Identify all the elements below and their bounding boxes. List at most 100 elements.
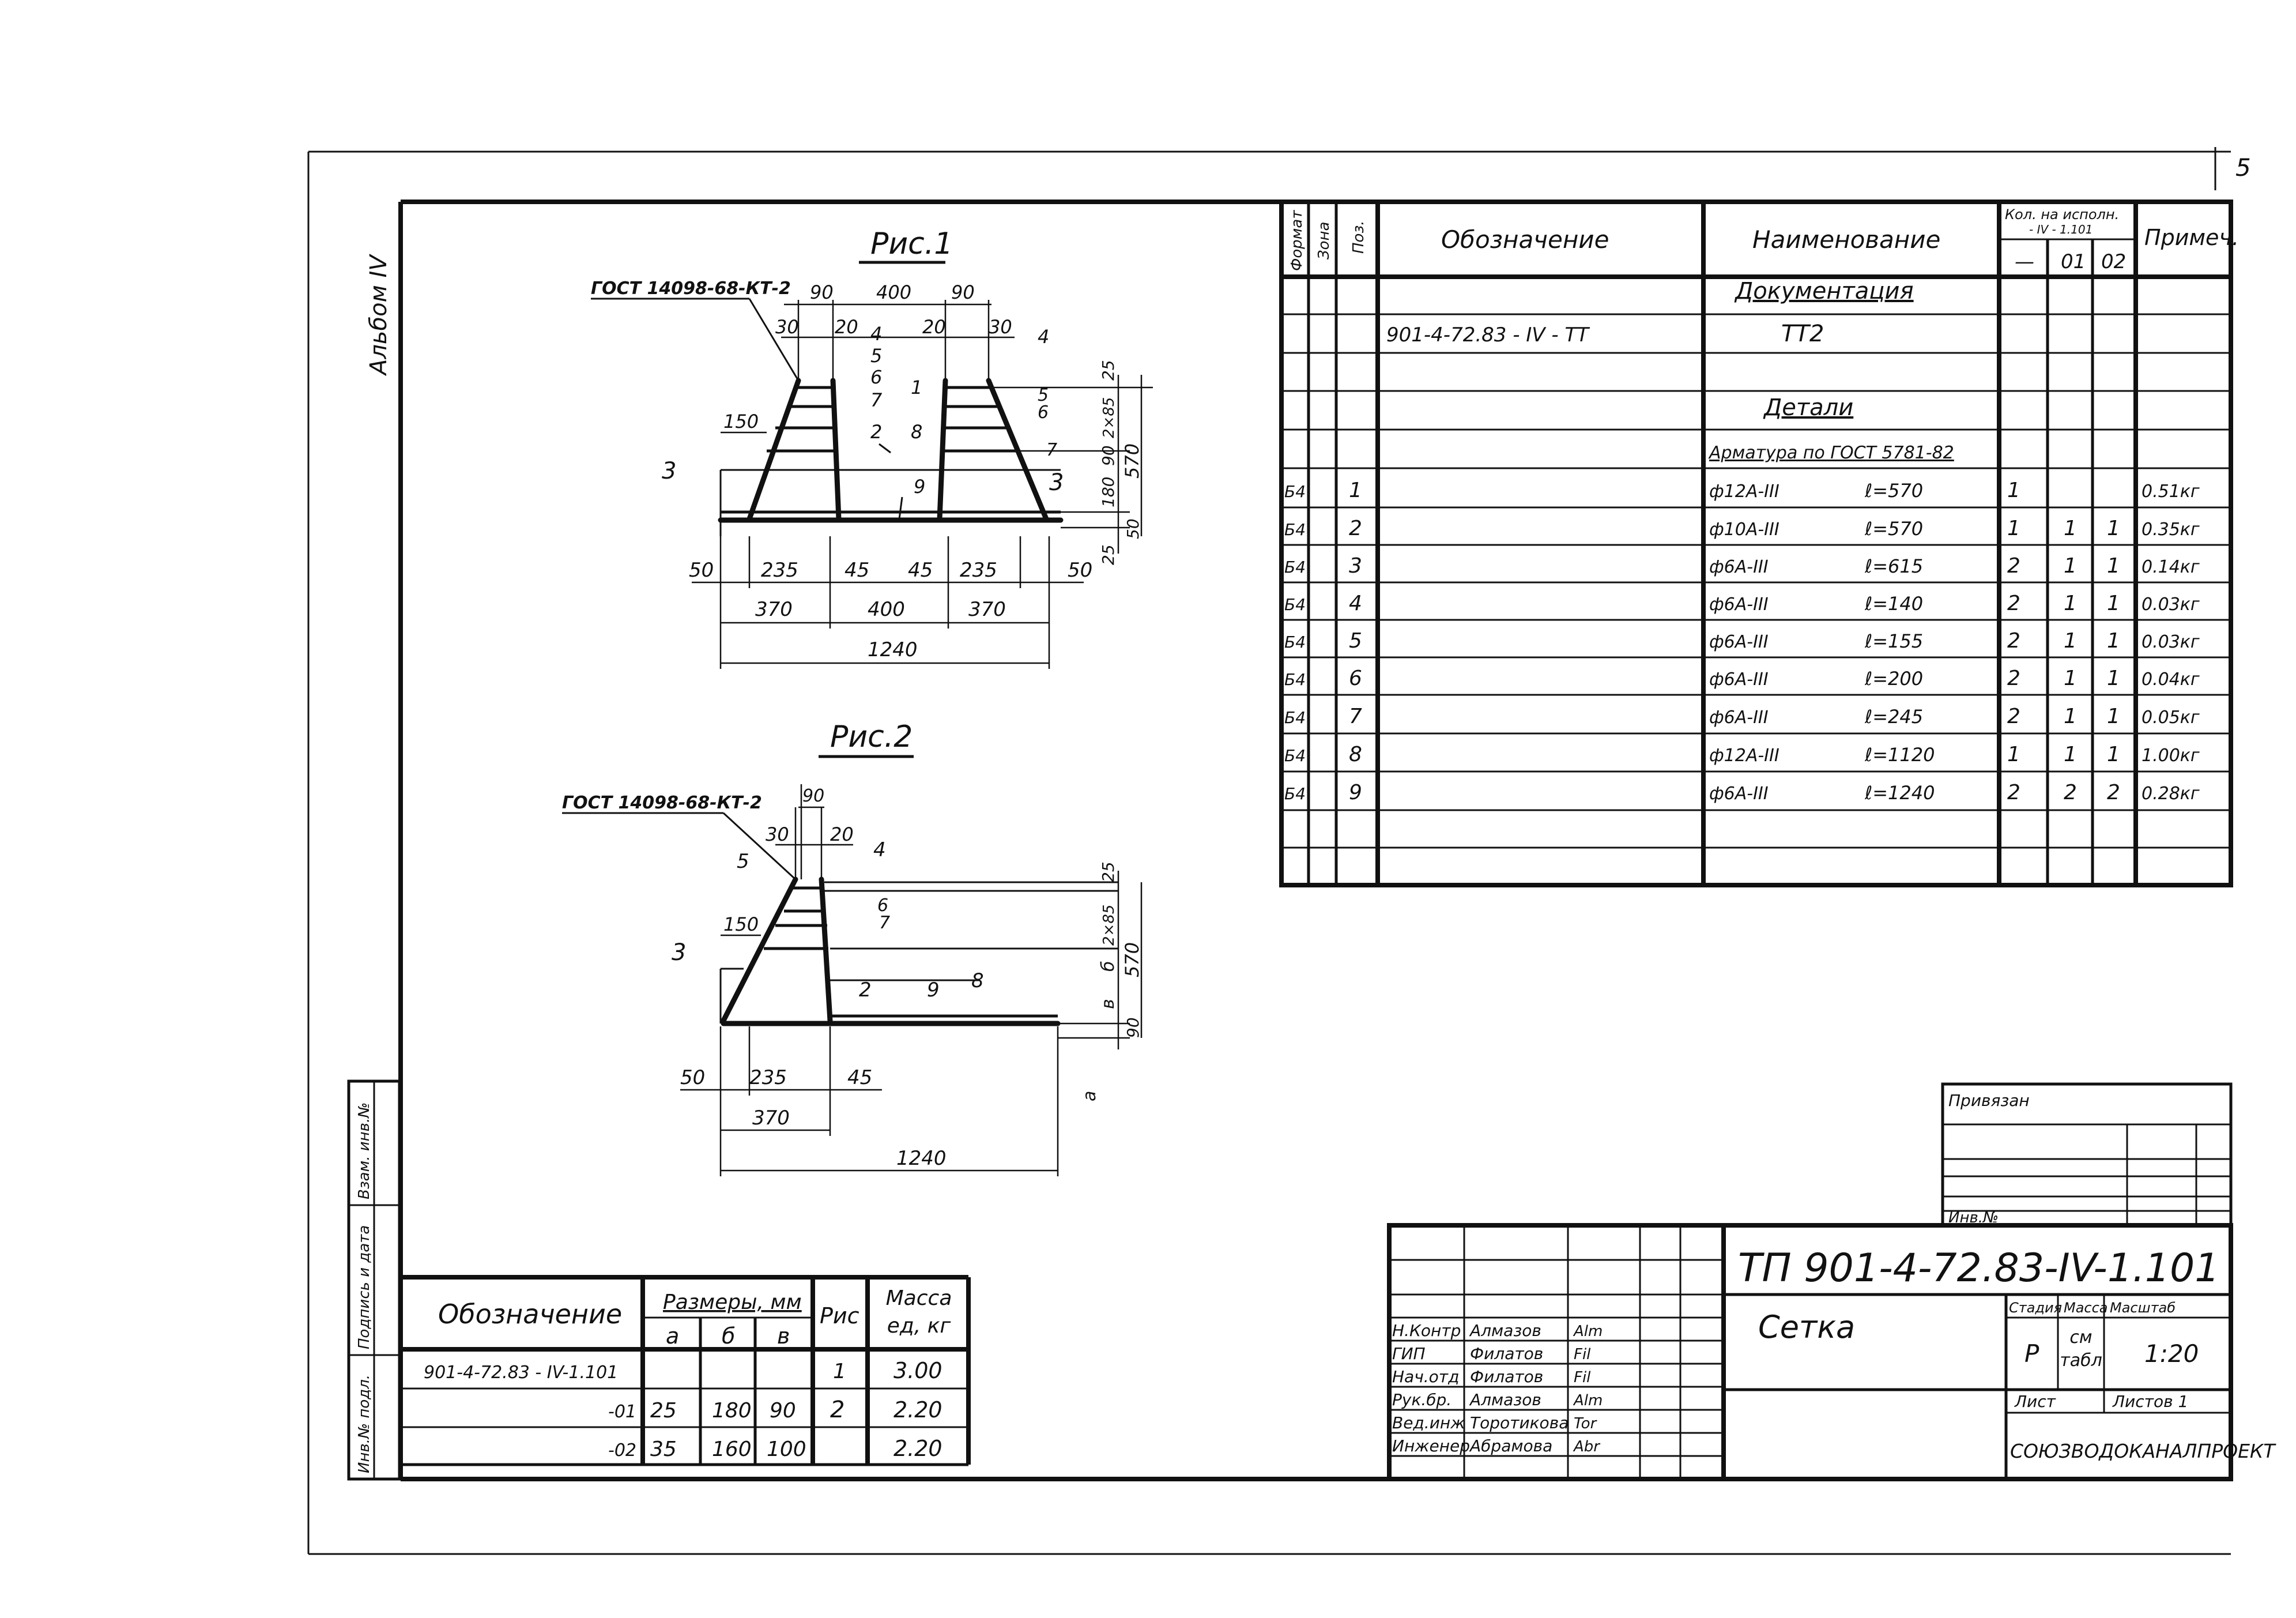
spec-h-qty-sub: - IV - 1.101 bbox=[2029, 223, 2093, 236]
spec-cell-format: Б4 bbox=[1284, 746, 1306, 765]
title-sheets-h: Листов 1 bbox=[2112, 1392, 2188, 1411]
spec-cell-bar: ф6А-III bbox=[1709, 669, 1769, 690]
fig1-dim-235a: 235 bbox=[761, 559, 798, 582]
spec-h-qty-02: 02 bbox=[2101, 250, 2126, 273]
spec-cell-q0: 2 bbox=[2007, 667, 2020, 690]
sizes-cell-designation: -01 bbox=[608, 1402, 636, 1422]
fig1-pos-4b: 4 bbox=[1038, 326, 1049, 348]
person-role: Вед.инж bbox=[1392, 1413, 1465, 1432]
spec-cell-note: 0.04кг bbox=[2142, 669, 2200, 690]
fig1-dim-90a: 90 bbox=[810, 281, 834, 303]
person-name: Филатов bbox=[1470, 1344, 1543, 1363]
sizes-cell-b: 160 bbox=[712, 1438, 752, 1461]
title-person-row: Вед.инж Торотикова Tor bbox=[1392, 1413, 1598, 1432]
fig1-dim-400: 400 bbox=[868, 598, 905, 621]
spec-cell-q1: 1 bbox=[2064, 517, 2077, 540]
fig2-dim-90r: 90 bbox=[1124, 1017, 1143, 1038]
spec-cell-q2: 1 bbox=[2107, 743, 2120, 766]
sizes-cell-a: 35 bbox=[650, 1438, 677, 1461]
sizes-h-mass: Масса ед, кг bbox=[885, 1286, 952, 1338]
fig1-dim-180: 180 bbox=[1099, 477, 1118, 507]
fig1-pos-7a: 7 bbox=[870, 389, 883, 411]
spec-h-name: Наименование bbox=[1752, 225, 1940, 254]
sizes-h-designation: Обозначение bbox=[438, 1299, 622, 1330]
spec-row: Б4 3 ф6А-III ℓ=615 2 1 1 0.14кг bbox=[1284, 554, 2200, 578]
title-person-row: ГИП Филатов Fil bbox=[1392, 1344, 1591, 1363]
title-person-row: Рук.бр. Алмазов Alm bbox=[1392, 1390, 1603, 1409]
spec-cell-length: ℓ=615 bbox=[1864, 555, 1923, 577]
spec-cell-note: 0.03кг bbox=[2142, 594, 2200, 615]
fig1-pos-7b: 7 bbox=[1046, 440, 1057, 460]
person-role: Инженер bbox=[1392, 1436, 1470, 1455]
spec-cell-bar: ф10А-III bbox=[1709, 520, 1780, 540]
spec-h-qty-01: 01 bbox=[2061, 250, 2086, 273]
spec-cell-pos: 6 bbox=[1349, 667, 1362, 690]
spec-cell-bar: ф6А-III bbox=[1709, 708, 1769, 728]
binding-label: Привязан bbox=[1948, 1091, 2030, 1110]
fig1-pos-1: 1 bbox=[911, 377, 922, 398]
spec-section-doc: Документация bbox=[1734, 278, 1914, 304]
fig1-dim-370b: 370 bbox=[968, 598, 1006, 621]
spec-cell-length: ℓ=245 bbox=[1864, 706, 1923, 728]
spec-row: Б4 5 ф6А-III ℓ=155 2 1 1 0.03кг bbox=[1284, 629, 2200, 653]
person-name: Филатов bbox=[1470, 1367, 1543, 1386]
spec-cell-q0: 2 bbox=[2007, 629, 2020, 653]
figure-2: Рис.2 ГОСТ 14098-68-КТ-2 90 30 20 2 bbox=[562, 720, 1143, 1176]
title-person-row: Инженер Абрамова Abr bbox=[1392, 1436, 1601, 1455]
fig2-pos-7: 7 bbox=[879, 913, 890, 933]
fig1-dim-50a: 50 bbox=[689, 559, 714, 582]
spec-section-details: Детали bbox=[1763, 394, 1853, 421]
fig1-dim-25: 25 bbox=[1099, 360, 1118, 381]
spec-cell-bar: ф12А-III bbox=[1709, 746, 1780, 766]
figure-1: Рис.1 ГОСТ 14098-68-КТ-2 90 400 90 30 bbox=[591, 227, 1153, 669]
title-mass-box: см табл bbox=[2060, 1327, 2102, 1371]
spec-cell-length: ℓ=155 bbox=[1864, 630, 1923, 652]
spec-cell-q0: 2 bbox=[2007, 705, 2020, 728]
sizes-cell-mass: 2.20 bbox=[893, 1397, 942, 1423]
person-role: Н.Контр bbox=[1392, 1321, 1461, 1340]
fig2-dim-50: 50 bbox=[680, 1066, 705, 1089]
spec-cell-format: Б4 bbox=[1284, 633, 1306, 652]
title-mass-h: Масса bbox=[2064, 1300, 2108, 1316]
spec-cell-q1: 1 bbox=[2064, 743, 2077, 766]
person-signature: Fil bbox=[1574, 1369, 1591, 1386]
spec-cell-q2: 1 bbox=[2107, 629, 2120, 653]
spec-doc-name: ТТ2 bbox=[1781, 321, 1824, 347]
page-number: 5 bbox=[2235, 153, 2251, 182]
fig2-pos-8: 8 bbox=[971, 969, 984, 992]
sizes-row: -02 35 160 100 2.20 bbox=[608, 1436, 942, 1461]
fig2-title: Рис.2 bbox=[830, 720, 913, 754]
stamp-vzam: Взам. инв.№ bbox=[356, 1103, 373, 1199]
fig1-dim-45b: 45 bbox=[908, 559, 933, 582]
spec-cell-length: ℓ=570 bbox=[1864, 518, 1923, 540]
spec-cell-note: 0.28кг bbox=[2142, 784, 2200, 804]
spec-cell-length: ℓ=1240 bbox=[1864, 782, 1935, 804]
spec-cell-q1: 1 bbox=[2064, 592, 2077, 615]
spec-cell-note: 1.00кг bbox=[2142, 746, 2200, 766]
sizes-h-a: а bbox=[666, 1323, 679, 1349]
title-code: ТП 901-4-72.83-IV-1.101 bbox=[1738, 1246, 2220, 1291]
sizes-row: -01 25 180 90 2 2.20 bbox=[608, 1397, 942, 1423]
fig2-dim-b: б bbox=[1098, 961, 1118, 972]
title-stage-h: Стадия bbox=[2009, 1300, 2062, 1316]
fig1-pos-6a: 6 bbox=[870, 366, 882, 388]
fig2-dim-20: 20 bbox=[830, 823, 854, 845]
fig2-dim-1240: 1240 bbox=[896, 1147, 947, 1170]
sizes-h-fig: Рис bbox=[820, 1303, 859, 1329]
spec-cell-bar: ф6А-III bbox=[1709, 557, 1769, 577]
spec-cell-length: ℓ=570 bbox=[1864, 480, 1923, 502]
sizes-cell-fig: 1 bbox=[833, 1360, 846, 1383]
fig1-dim-30a: 30 bbox=[775, 316, 799, 338]
fig1-dim-50: 50 bbox=[1124, 518, 1143, 539]
spec-h-note: Примеч. bbox=[2144, 225, 2239, 250]
sizes-h-v: в bbox=[777, 1323, 790, 1349]
spec-cell-length: ℓ=140 bbox=[1864, 593, 1923, 615]
fig1-pos-9: 9 bbox=[914, 476, 925, 498]
fig1-pos-4a: 4 bbox=[870, 323, 882, 345]
sizes-cell-mass: 2.20 bbox=[893, 1436, 942, 1461]
fig2-dim-30: 30 bbox=[766, 823, 789, 845]
sizes-h-dims: Размеры, мм bbox=[663, 1290, 802, 1314]
spec-cell-pos: 7 bbox=[1349, 705, 1362, 728]
specification-table bbox=[1279, 200, 2233, 887]
